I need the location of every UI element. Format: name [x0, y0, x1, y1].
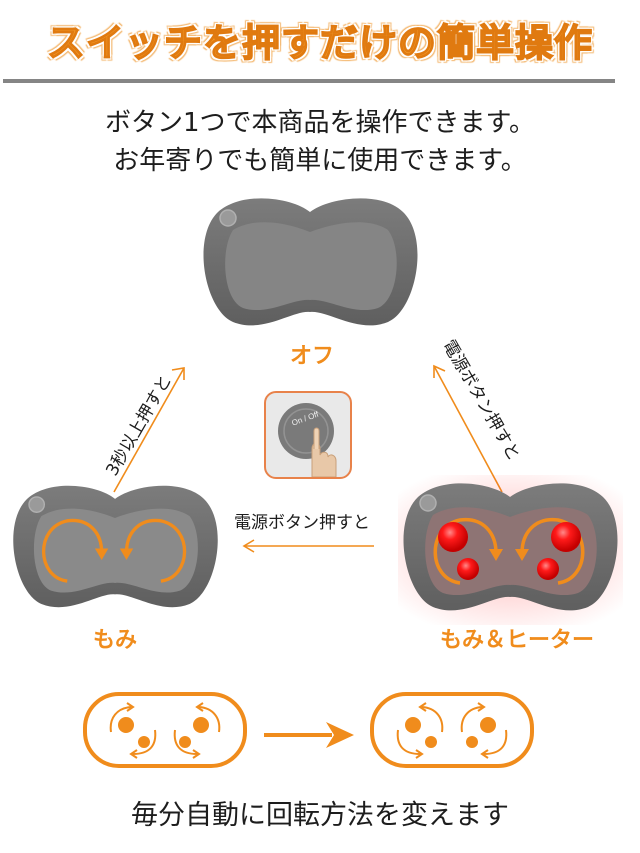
state-label-massage: もみ — [93, 628, 138, 653]
title-divider — [3, 79, 615, 83]
state-label-off: オフ — [290, 344, 335, 369]
rotation-arrow-icon — [42, 518, 187, 583]
device-massage-image — [8, 477, 223, 622]
arrow-icon — [113, 367, 185, 493]
device-massage-heater-image — [398, 475, 623, 625]
massage-pillow-heater-icon — [398, 475, 623, 625]
device-off-image — [198, 190, 423, 340]
intro-text: ボタン1つで本商品を操作できます。 お年寄りでも簡単に使用できます。 — [0, 104, 640, 180]
intro-line-1: ボタン1つで本商品を操作できます。 — [105, 108, 535, 138]
power-button-illustration: On / Off — [264, 391, 352, 479]
intro-line-2: お年寄りでも簡単に使用できます。 — [113, 146, 527, 176]
footer-caption: 毎分自動に回転方法を変えます — [131, 800, 509, 831]
on-off-button-icon: On / Off — [278, 403, 337, 478]
arrow-icon — [433, 364, 503, 493]
rotation-arrow-icon — [433, 517, 585, 585]
page-title: スイッチを押すだけの簡単操作 — [46, 20, 593, 66]
arrow-icon — [242, 539, 374, 553]
massage-pillow-icon — [13, 485, 218, 608]
arrow-icon — [264, 722, 354, 748]
rotation-pattern-before-icon — [83, 692, 247, 768]
transition-label-power-center: 電源ボタン押すと — [234, 513, 370, 533]
state-label-massage-heater: もみ＆ヒーター — [440, 628, 595, 653]
massage-pillow-icon — [203, 198, 418, 326]
rotation-pattern-after-icon — [370, 692, 534, 768]
